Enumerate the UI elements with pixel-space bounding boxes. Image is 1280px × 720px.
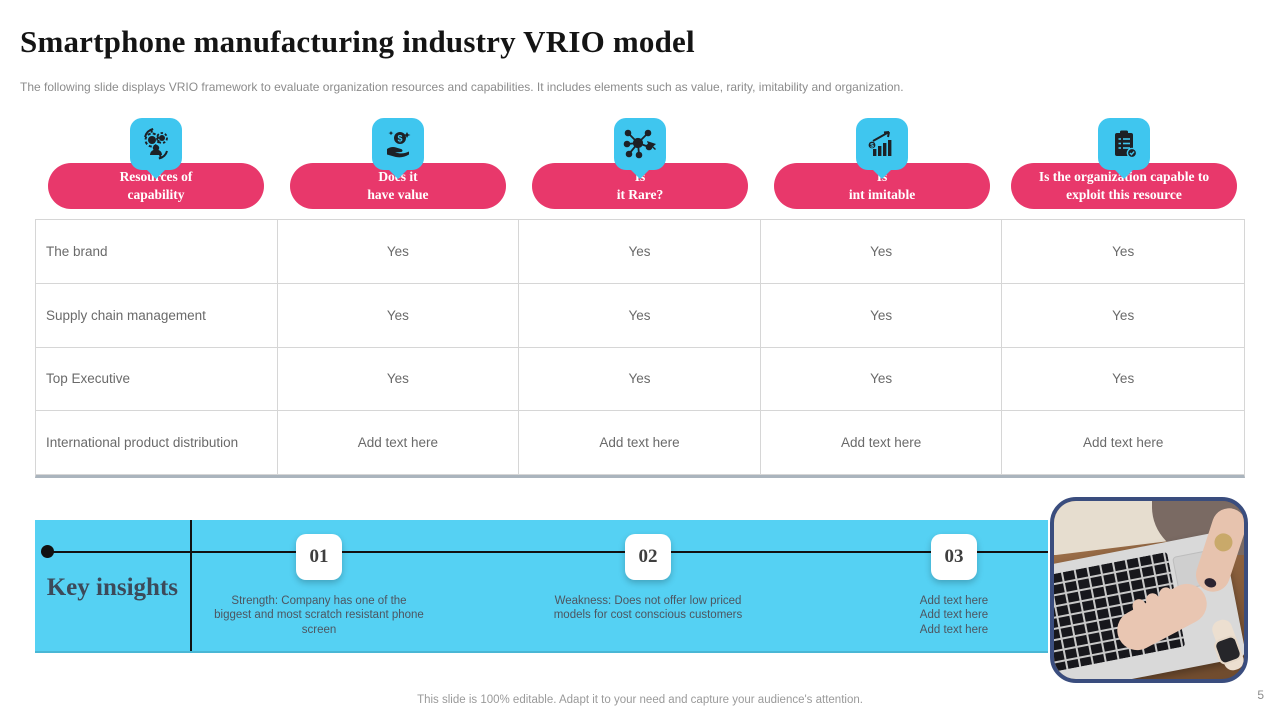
- footer-note: This slide is 100% editable. Adapt it to…: [417, 694, 863, 706]
- notch: [387, 168, 409, 179]
- milestone-number-3: 03: [931, 534, 977, 580]
- notch: [629, 168, 651, 179]
- icon-box: $: [372, 118, 424, 170]
- svg-text:$: $: [870, 143, 874, 150]
- table-cell: Yes: [1002, 284, 1244, 348]
- add-text-placeholder[interactable]: Add text here: [919, 595, 989, 607]
- notch: [1113, 168, 1135, 179]
- notch: [145, 168, 167, 179]
- vrio-table: The brand Yes Yes Yes Yes Supply chain m…: [35, 219, 1245, 478]
- header-pill-organization: Is the organization capable to exploit t…: [1011, 163, 1237, 209]
- pill-label-line2: exploit this resource: [1066, 187, 1182, 202]
- add-text-placeholder[interactable]: Add text here: [1002, 411, 1244, 475]
- table-cell: Yes: [760, 283, 1003, 348]
- table-cell: Yes: [1002, 220, 1244, 284]
- photo-ring: [1212, 531, 1235, 554]
- table-cell: Yes: [519, 347, 761, 412]
- table-cell: Yes: [519, 220, 761, 284]
- pill-label-line2: int imitable: [848, 187, 916, 202]
- table-cell: Yes: [1002, 348, 1244, 412]
- hand-value-icon: $: [387, 131, 411, 158]
- page-subtitle: The following slide displays VRIO framew…: [20, 80, 904, 94]
- icon-box: [614, 118, 666, 170]
- row-header: International product distribution: [36, 411, 278, 475]
- milestone-number-1: 01: [296, 534, 342, 580]
- insight-text-2: Weakness: Does not offer low priced mode…: [553, 595, 743, 622]
- key-insights-label: Key insights: [46, 574, 178, 601]
- add-text-placeholder[interactable]: Add text here: [760, 411, 1003, 475]
- insight-text-1: Strength: Company has one of the biggest…: [214, 595, 424, 636]
- band-divider: [190, 520, 192, 651]
- table-cell: Yes: [760, 347, 1003, 412]
- svg-text:$: $: [397, 134, 402, 144]
- row-header: Top Executive: [36, 347, 278, 412]
- table-cell: Yes: [519, 283, 761, 348]
- icon-box: [130, 118, 182, 170]
- table-cell: Yes: [277, 220, 520, 284]
- clipboard-check-icon: [1115, 130, 1138, 159]
- key-insights-band: Key insights 01 Strength: Company has on…: [35, 520, 1048, 653]
- row-header: Supply chain management: [36, 283, 278, 348]
- gears-person-icon: [144, 128, 168, 160]
- pill-label-line2: have value: [367, 187, 429, 202]
- pill-label-line2: it Rare?: [616, 187, 664, 202]
- pill-label-line2: capability: [127, 187, 185, 202]
- add-text-placeholder[interactable]: Add text here: [277, 411, 520, 475]
- icon-box: $: [856, 118, 908, 170]
- add-text-placeholder[interactable]: Add text here: [919, 623, 989, 636]
- header-pill-imitable: Is int imitable: [774, 163, 990, 209]
- add-text-placeholder[interactable]: Add text here: [519, 411, 761, 475]
- insight-text-3[interactable]: Add text here Add text here Add text her…: [847, 594, 1061, 637]
- photo-nail: [1203, 576, 1218, 589]
- icon-box: [1098, 118, 1150, 170]
- notch: [871, 168, 893, 179]
- milestone-number-2: 02: [625, 534, 671, 580]
- timeline-dot: [41, 545, 54, 558]
- page-number: 5: [1257, 688, 1264, 702]
- table-cell: Yes: [277, 347, 520, 412]
- row-header: The brand: [36, 220, 278, 284]
- page-title: Smartphone manufacturing industry VRIO m…: [20, 24, 695, 59]
- network-rare-icon: [623, 129, 656, 159]
- add-text-placeholder[interactable]: Add text here: [919, 609, 989, 622]
- table-cell: Yes: [760, 220, 1003, 284]
- timeline-line: [47, 551, 1048, 553]
- growth-chart-icon: $: [868, 131, 892, 156]
- laptop-photo: [1050, 497, 1248, 683]
- table-cell: Yes: [277, 283, 520, 348]
